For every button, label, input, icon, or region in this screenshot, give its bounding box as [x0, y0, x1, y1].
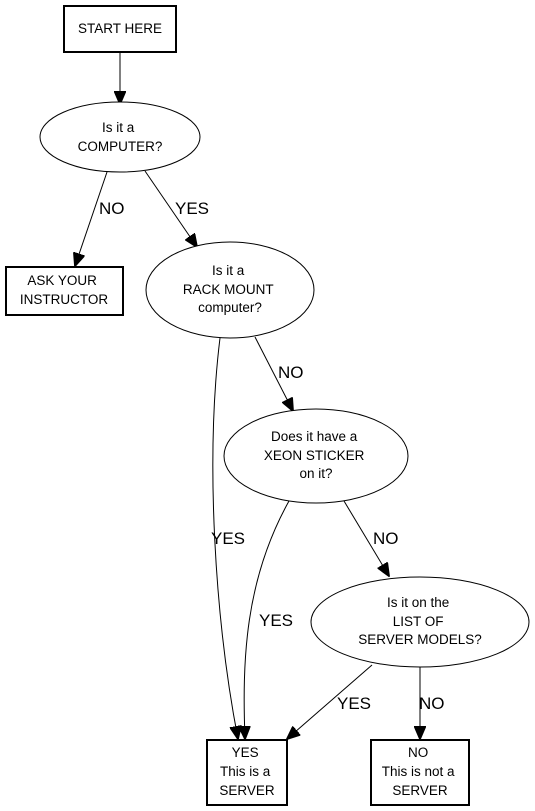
node-server-result-line-3: SERVER [219, 783, 275, 798]
edge-list-yes [287, 664, 373, 739]
node-not-server-result-line-3: SERVER [392, 783, 448, 798]
edge-rack-yes [212, 337, 238, 739]
node-start-line-1: START HERE [78, 21, 162, 36]
edge-label-rack-yes: YES [211, 529, 245, 548]
node-xeon-sticker-ellipse [223, 408, 409, 504]
svg-text:ASK YOUR INSTRUCTOR: ASK YOUR INSTRUCTOR [20, 273, 109, 307]
edge-xeon-yes [244, 500, 290, 739]
edge-label-list-no: NO [419, 694, 445, 713]
node-xeon-sticker-line-3: on it? [299, 466, 332, 481]
node-computer-line-2: COMPUTER? [78, 139, 163, 154]
edge-label-rack-no: NO [278, 363, 304, 382]
node-server-result-box [206, 739, 288, 806]
node-rack-mount: Is it a RACK MOUNT computer? [145, 241, 315, 339]
node-server-list-line-1: Is it on the [387, 595, 449, 610]
svg-text:Is it a COMPUTER?: Is it a COMPUTER? [78, 120, 163, 154]
edge-xeon-no [343, 500, 389, 576]
svg-text:Does it have a XEON STIC: Does it have a XEON STICKER on it? [264, 429, 368, 481]
node-computer-line-1: Is it a [102, 120, 135, 135]
node-rack-mount-ellipse [145, 241, 315, 339]
node-not-server-result-box [370, 739, 470, 806]
edges [75, 53, 420, 739]
svg-text:Is it a RACK MOUNT: Is it a RACK MOUNT computer? [183, 263, 277, 315]
edge-computer-yes [144, 170, 197, 247]
node-server-list-ellipse [310, 576, 530, 668]
node-not-server-result: NO This is not a SERVER [370, 739, 470, 806]
node-rack-mount-line-1: Is it a [212, 263, 245, 278]
node-computer: Is it a COMPUTER? [39, 101, 201, 173]
edge-label-xeon-yes: YES [259, 611, 293, 630]
node-server-result-line-2: This is a [220, 764, 271, 779]
node-xeon-sticker-line-2: XEON STICKER [264, 448, 365, 463]
edge-label-computer-no: NO [99, 199, 125, 218]
edge-label-list-yes: YES [337, 694, 371, 713]
svg-text:START HERE: START HERE [78, 21, 162, 36]
node-ask-instructor: ASK YOUR INSTRUCTOR [5, 266, 124, 316]
node-rack-mount-line-3: computer? [198, 300, 262, 315]
node-server-result: YES This is a SERVER [206, 739, 288, 806]
node-ask-instructor-line-2: INSTRUCTOR [20, 292, 109, 307]
node-server-list-line-2: LIST OF [393, 614, 444, 629]
node-start-box [63, 5, 177, 53]
node-not-server-result-line-1: NO [408, 745, 428, 760]
node-server-result-line-1: YES [232, 745, 259, 760]
edge-label-computer-yes: YES [175, 199, 209, 218]
node-ask-instructor-box [5, 266, 124, 316]
svg-text:Is it on the LIST OF: Is it on the LIST OF SERVER MODELS? [358, 595, 482, 647]
node-not-server-result-line-2: This is not a [382, 764, 455, 779]
node-rack-mount-line-2: RACK MOUNT [183, 282, 274, 297]
edge-rack-no [254, 336, 293, 411]
edge-computer-no [75, 171, 108, 266]
node-computer-ellipse [39, 101, 201, 173]
edge-labels: NO YES NO YES YES NO YES NO [99, 199, 445, 713]
node-xeon-sticker-line-1: Does it have a [271, 429, 358, 444]
node-start: START HERE [63, 5, 177, 53]
svg-text:NO This is not a S: NO This is not a SERVER [382, 745, 459, 798]
node-xeon-sticker: Does it have a XEON STICKER on it? [223, 408, 409, 504]
node-server-list: Is it on the LIST OF SERVER MODELS? [310, 576, 530, 668]
node-ask-instructor-line-1: ASK YOUR [27, 273, 97, 288]
edge-label-xeon-no: NO [373, 529, 399, 548]
svg-text:YES This is a SERV: YES This is a SERVER [219, 745, 275, 798]
node-server-list-line-3: SERVER MODELS? [358, 632, 482, 647]
